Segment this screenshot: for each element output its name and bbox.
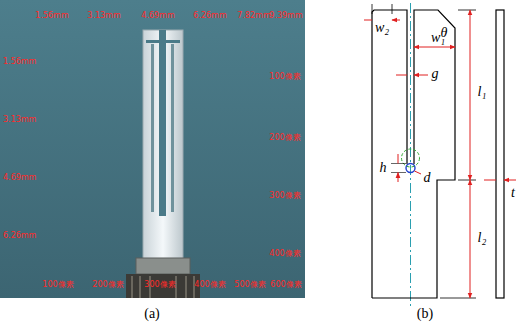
dimension-arrow xyxy=(470,10,471,180)
dimension-label: d xyxy=(424,170,431,185)
pixel-label: 500像素 xyxy=(234,281,265,290)
scale-label: 3.13mm xyxy=(3,116,36,125)
base-ridges xyxy=(132,276,194,298)
dimension-label: t xyxy=(511,185,515,200)
scale-label: 3.13mm xyxy=(87,12,120,21)
scale-label: 6.26mm xyxy=(3,232,36,241)
dimension-arrow xyxy=(396,75,428,76)
dimension-label: g xyxy=(432,66,439,81)
pixel-label: 100像素 xyxy=(42,281,73,290)
pixel-label: 100像素 xyxy=(269,73,300,82)
pin-groove xyxy=(171,44,174,212)
scale-label: 9.39mm xyxy=(269,12,302,21)
pixel-label: 300像素 xyxy=(144,281,175,290)
detail-circle xyxy=(402,149,420,167)
photo-background xyxy=(0,0,305,298)
photo-panel xyxy=(0,0,305,298)
dimension-arrow xyxy=(470,180,471,298)
dimension-arrow xyxy=(484,180,516,181)
dimension-arrow xyxy=(398,154,399,182)
pin-body xyxy=(143,30,183,264)
dimension-label: h xyxy=(380,160,387,175)
extension-line xyxy=(372,4,392,14)
scale-label: 1.56mm xyxy=(3,58,36,67)
dimension-label: w₂ xyxy=(375,20,389,35)
panel-caption: (b) xyxy=(417,306,433,321)
pin-groove xyxy=(151,44,154,212)
pixel-label: 200像素 xyxy=(269,134,300,143)
leader-line xyxy=(415,171,422,174)
scale-label: 6.26mm xyxy=(193,12,226,21)
pixel-label: 600像素 xyxy=(270,281,301,290)
pixel-label: 400像素 xyxy=(269,250,300,259)
extension-line xyxy=(440,10,476,298)
scale-label: 4.69mm xyxy=(3,174,36,183)
dimension-label: l₂ xyxy=(478,230,487,245)
part-outline xyxy=(372,10,455,298)
scale-label: 4.69mm xyxy=(141,12,174,21)
center-line xyxy=(410,3,411,306)
scale-label: 7.82mm xyxy=(237,12,270,21)
side-view xyxy=(496,10,504,298)
scale-label: 1.56mm xyxy=(35,12,68,21)
pixel-label: 200像素 xyxy=(92,281,123,290)
slot-end-circle xyxy=(406,164,415,173)
dimension-label: w₁ xyxy=(431,30,445,45)
pixel-label: 400像素 xyxy=(194,281,225,290)
dimension-label: l₁ xyxy=(478,84,487,99)
panel-caption: (a) xyxy=(144,306,160,321)
pin-notch xyxy=(146,40,159,43)
pin-notch xyxy=(166,40,180,43)
schematic-panel xyxy=(364,3,516,306)
extension-line xyxy=(391,164,406,173)
pixel-label: 300像素 xyxy=(269,192,300,201)
pin-slot xyxy=(159,30,166,216)
connector-base xyxy=(126,274,200,298)
dimension-arrow xyxy=(414,47,455,48)
pin-collar xyxy=(136,258,190,274)
